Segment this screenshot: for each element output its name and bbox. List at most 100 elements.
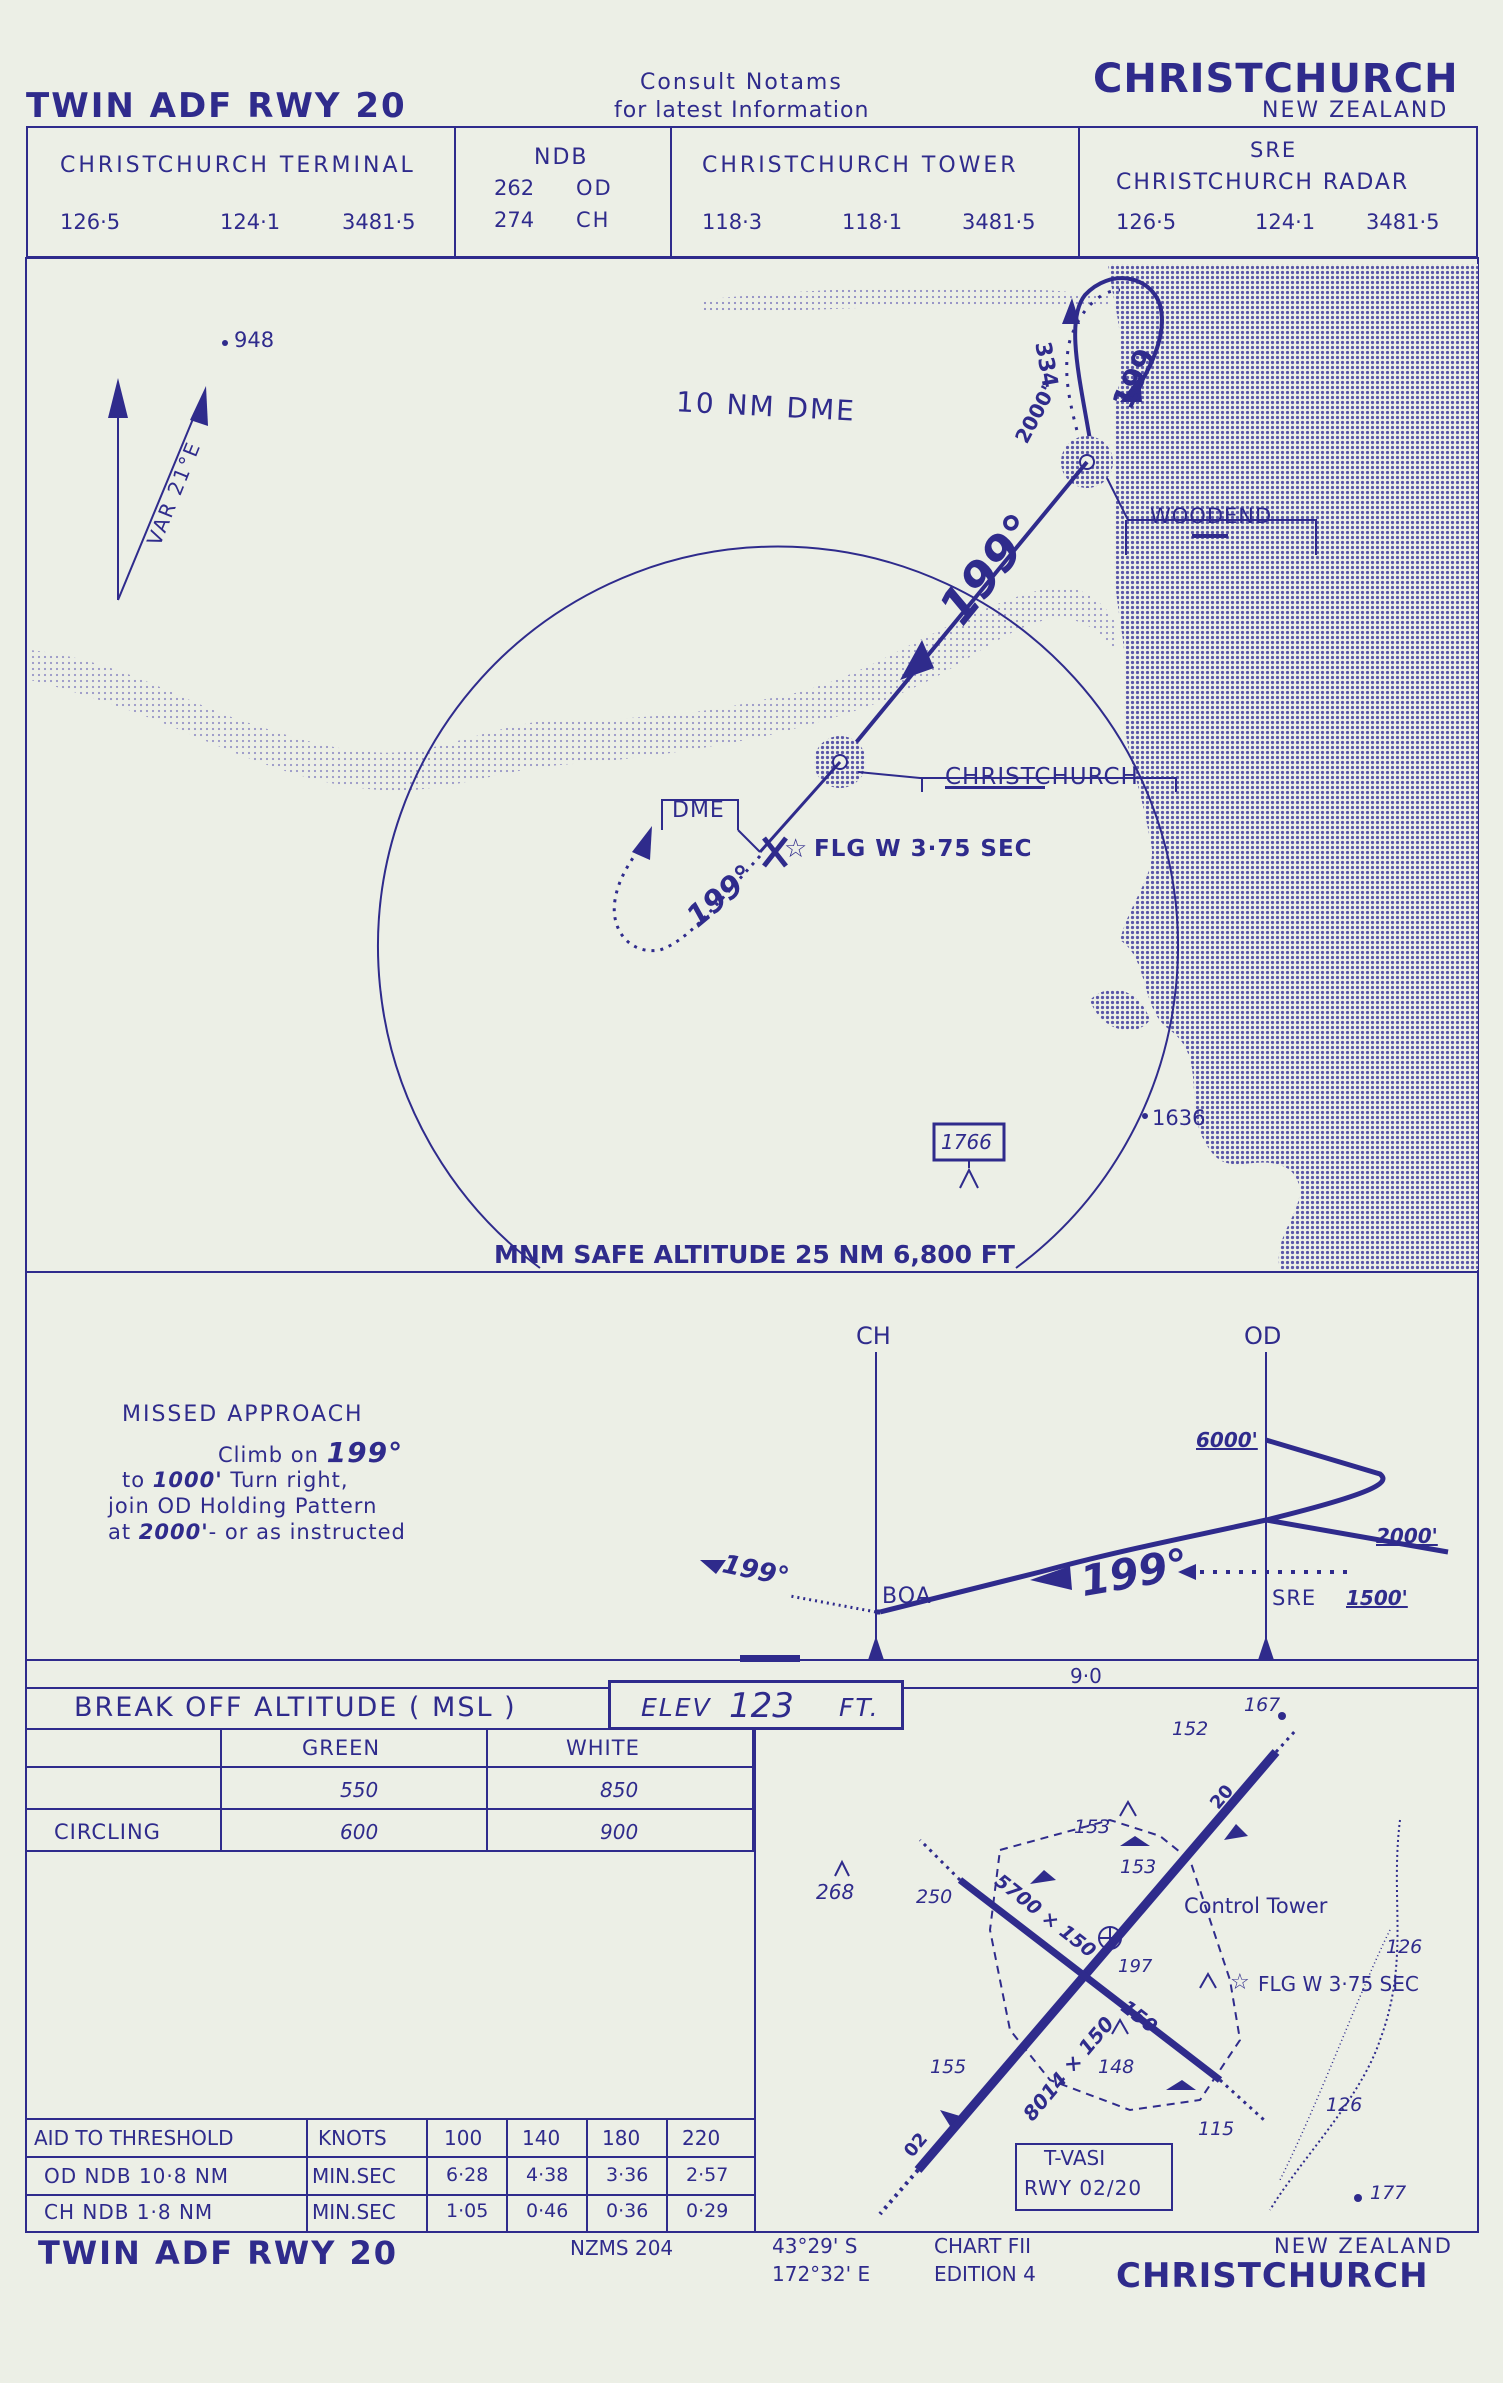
fix-woodend: WOODEND — [1150, 504, 1273, 528]
footer-edition: EDITION 4 — [934, 2262, 1036, 2286]
timing-od-time: 6·28 — [446, 2164, 489, 2186]
fix-christchurch: CHRISTCHURCH — [945, 764, 1139, 790]
notam-notice-line2: for latest Information — [614, 98, 870, 123]
missed-approach-text: to — [122, 1468, 153, 1492]
col-green: GREEN — [302, 1736, 381, 1760]
ndb-freq: 274 — [494, 208, 535, 232]
radar-label-sre: SRE — [1250, 138, 1298, 162]
aerodrome-elevation: 155 — [930, 2056, 967, 2078]
sea-area — [1108, 264, 1478, 1270]
radar-freq: 124·1 — [1255, 210, 1316, 234]
footer-airport: CHRISTCHURCH — [1116, 2256, 1429, 2296]
distance-label: 9·0 — [1070, 1664, 1102, 1688]
timing-ch-unit: MIN.SEC — [312, 2200, 396, 2224]
aerodrome-elevation: 115 — [1198, 2118, 1235, 2140]
aerodrome-elevation: 268 — [816, 1880, 855, 1904]
obstacle-elevation: 1766 — [941, 1130, 992, 1154]
missed-approach-text: - or as instructed — [208, 1520, 406, 1544]
timing-ch-time: 0·46 — [526, 2200, 569, 2222]
dme-10nm-arc — [377, 545, 1179, 1269]
terminal-freq: 3481·5 — [342, 210, 416, 234]
missed-approach-line3: join OD Holding Pattern — [108, 1494, 378, 1518]
col-white: WHITE — [566, 1736, 640, 1760]
aerodrome-elevation: 250 — [916, 1886, 953, 1908]
aerodrome-elevation: 126 — [1326, 2094, 1363, 2116]
radar-label: CHRISTCHURCH RADAR — [1116, 170, 1410, 195]
straight-white: 850 — [600, 1778, 639, 1802]
radar-freq: 3481·5 — [1366, 210, 1440, 234]
aerodrome-elevation: 177 — [1370, 2182, 1407, 2204]
circling-label: CIRCLING — [54, 1820, 161, 1844]
minimum-safe-altitude: MNM SAFE ALTITUDE 25 NM 6,800 FT — [494, 1240, 1015, 1269]
control-tower-label: Control Tower — [1184, 1894, 1328, 1918]
break-off-altitude-title: BREAK OFF ALTITUDE ( MSL ) — [74, 1692, 517, 1723]
footer-map-ref: NZMS 204 — [570, 2236, 674, 2260]
footer-lat: 43°29' S — [772, 2234, 858, 2258]
comm-divider — [1078, 126, 1080, 258]
runway-11-29 — [957, 1877, 1223, 2083]
timing-speed: 140 — [522, 2126, 561, 2150]
vasi-label: T-VASI — [1044, 2146, 1106, 2170]
aerodrome-elevation: 152 — [1172, 1718, 1209, 1740]
straight-green: 550 — [340, 1778, 379, 1802]
tower-freq: 3481·5 — [962, 210, 1036, 234]
ndb-ident: OD — [576, 176, 613, 200]
comm-divider — [454, 126, 456, 258]
aerodrome-elevation: 197 — [1118, 1956, 1153, 1977]
circling-white: 900 — [600, 1820, 639, 1844]
star-icon: ☆ — [1230, 1970, 1250, 1995]
procedure-title: TWIN ADF RWY 20 — [26, 86, 407, 126]
terminal-freq: 124·1 — [220, 210, 281, 234]
break-off-label: BOA — [882, 1584, 932, 1609]
timing-od-time: 4·38 — [526, 2164, 569, 2186]
footer-country: NEW ZEALAND — [1274, 2234, 1453, 2258]
ndb-label: NDB — [534, 145, 589, 170]
profile-alt-6000: 6000' — [1196, 1428, 1258, 1452]
timing-header-knots: KNOTS — [318, 2126, 387, 2150]
elev-value: 123 — [729, 1686, 794, 1726]
missed-approach-line2: to 1000' Turn right, — [122, 1468, 349, 1492]
runway-02-20 — [914, 1749, 1280, 2173]
missed-approach-line1: Climb on 199° — [218, 1436, 403, 1469]
holding-pattern — [1073, 276, 1164, 441]
missed-approach-line4: at 2000'- or as instructed — [108, 1520, 406, 1544]
profile-alt-2000: 2000' — [1376, 1524, 1438, 1548]
airport-title: CHRISTCHURCH — [1093, 56, 1459, 102]
missed-approach-text: Climb on — [218, 1443, 327, 1467]
radar-freq: 126·5 — [1116, 210, 1177, 234]
elev-prefix: ELEV — [641, 1693, 712, 1722]
vasi-runway-label: RWY 02/20 — [1024, 2176, 1143, 2200]
footer-chart: CHART FII — [934, 2234, 1032, 2258]
missed-approach-alt: 1000' — [152, 1468, 223, 1492]
terrain-band — [30, 587, 1115, 791]
terminal-freq: 126·5 — [60, 210, 121, 234]
ndb-ident: CH — [576, 208, 611, 232]
footer-procedure: TWIN ADF RWY 20 — [38, 2234, 399, 2272]
timing-ch-time: 0·29 — [686, 2200, 729, 2222]
ndb-od-label: OD — [1244, 1322, 1282, 1350]
elevation-box: ELEV 123 FT. — [608, 1680, 904, 1730]
sre-label: SRE — [1272, 1586, 1317, 1610]
dme-fix-label: DME — [672, 798, 725, 823]
comm-divider — [670, 126, 672, 258]
tower-freq: 118·3 — [702, 210, 763, 234]
tower-label: CHRISTCHURCH TOWER — [702, 153, 1019, 178]
tower-freq: 118·1 — [842, 210, 903, 234]
timing-ch-aid: CH NDB 1·8 NM — [44, 2200, 214, 2224]
missed-approach-alt: 2000' — [138, 1520, 209, 1544]
timing-od-aid: OD NDB 10·8 NM — [44, 2164, 230, 2188]
notam-notice-line1: Consult Notams — [640, 70, 843, 95]
terminal-label: CHRISTCHURCH TERMINAL — [60, 153, 416, 178]
minima-table — [26, 1728, 754, 1852]
aerodrome-elevation: 148 — [1098, 2056, 1135, 2078]
timing-speed: 220 — [682, 2126, 721, 2150]
timing-speed: 100 — [444, 2126, 483, 2150]
aerodrome-elevation: 126 — [1386, 1936, 1423, 1958]
beacon-label: FLG W 3·75 SEC — [814, 836, 1033, 862]
ndb-ch-label: CH — [856, 1322, 891, 1350]
timing-od-time: 2·57 — [686, 2164, 729, 2186]
profile-descent-path — [1265, 1437, 1449, 1555]
timing-od-time: 3·36 — [606, 2164, 649, 2186]
timing-header-aid: AID TO THRESHOLD — [34, 2126, 234, 2150]
